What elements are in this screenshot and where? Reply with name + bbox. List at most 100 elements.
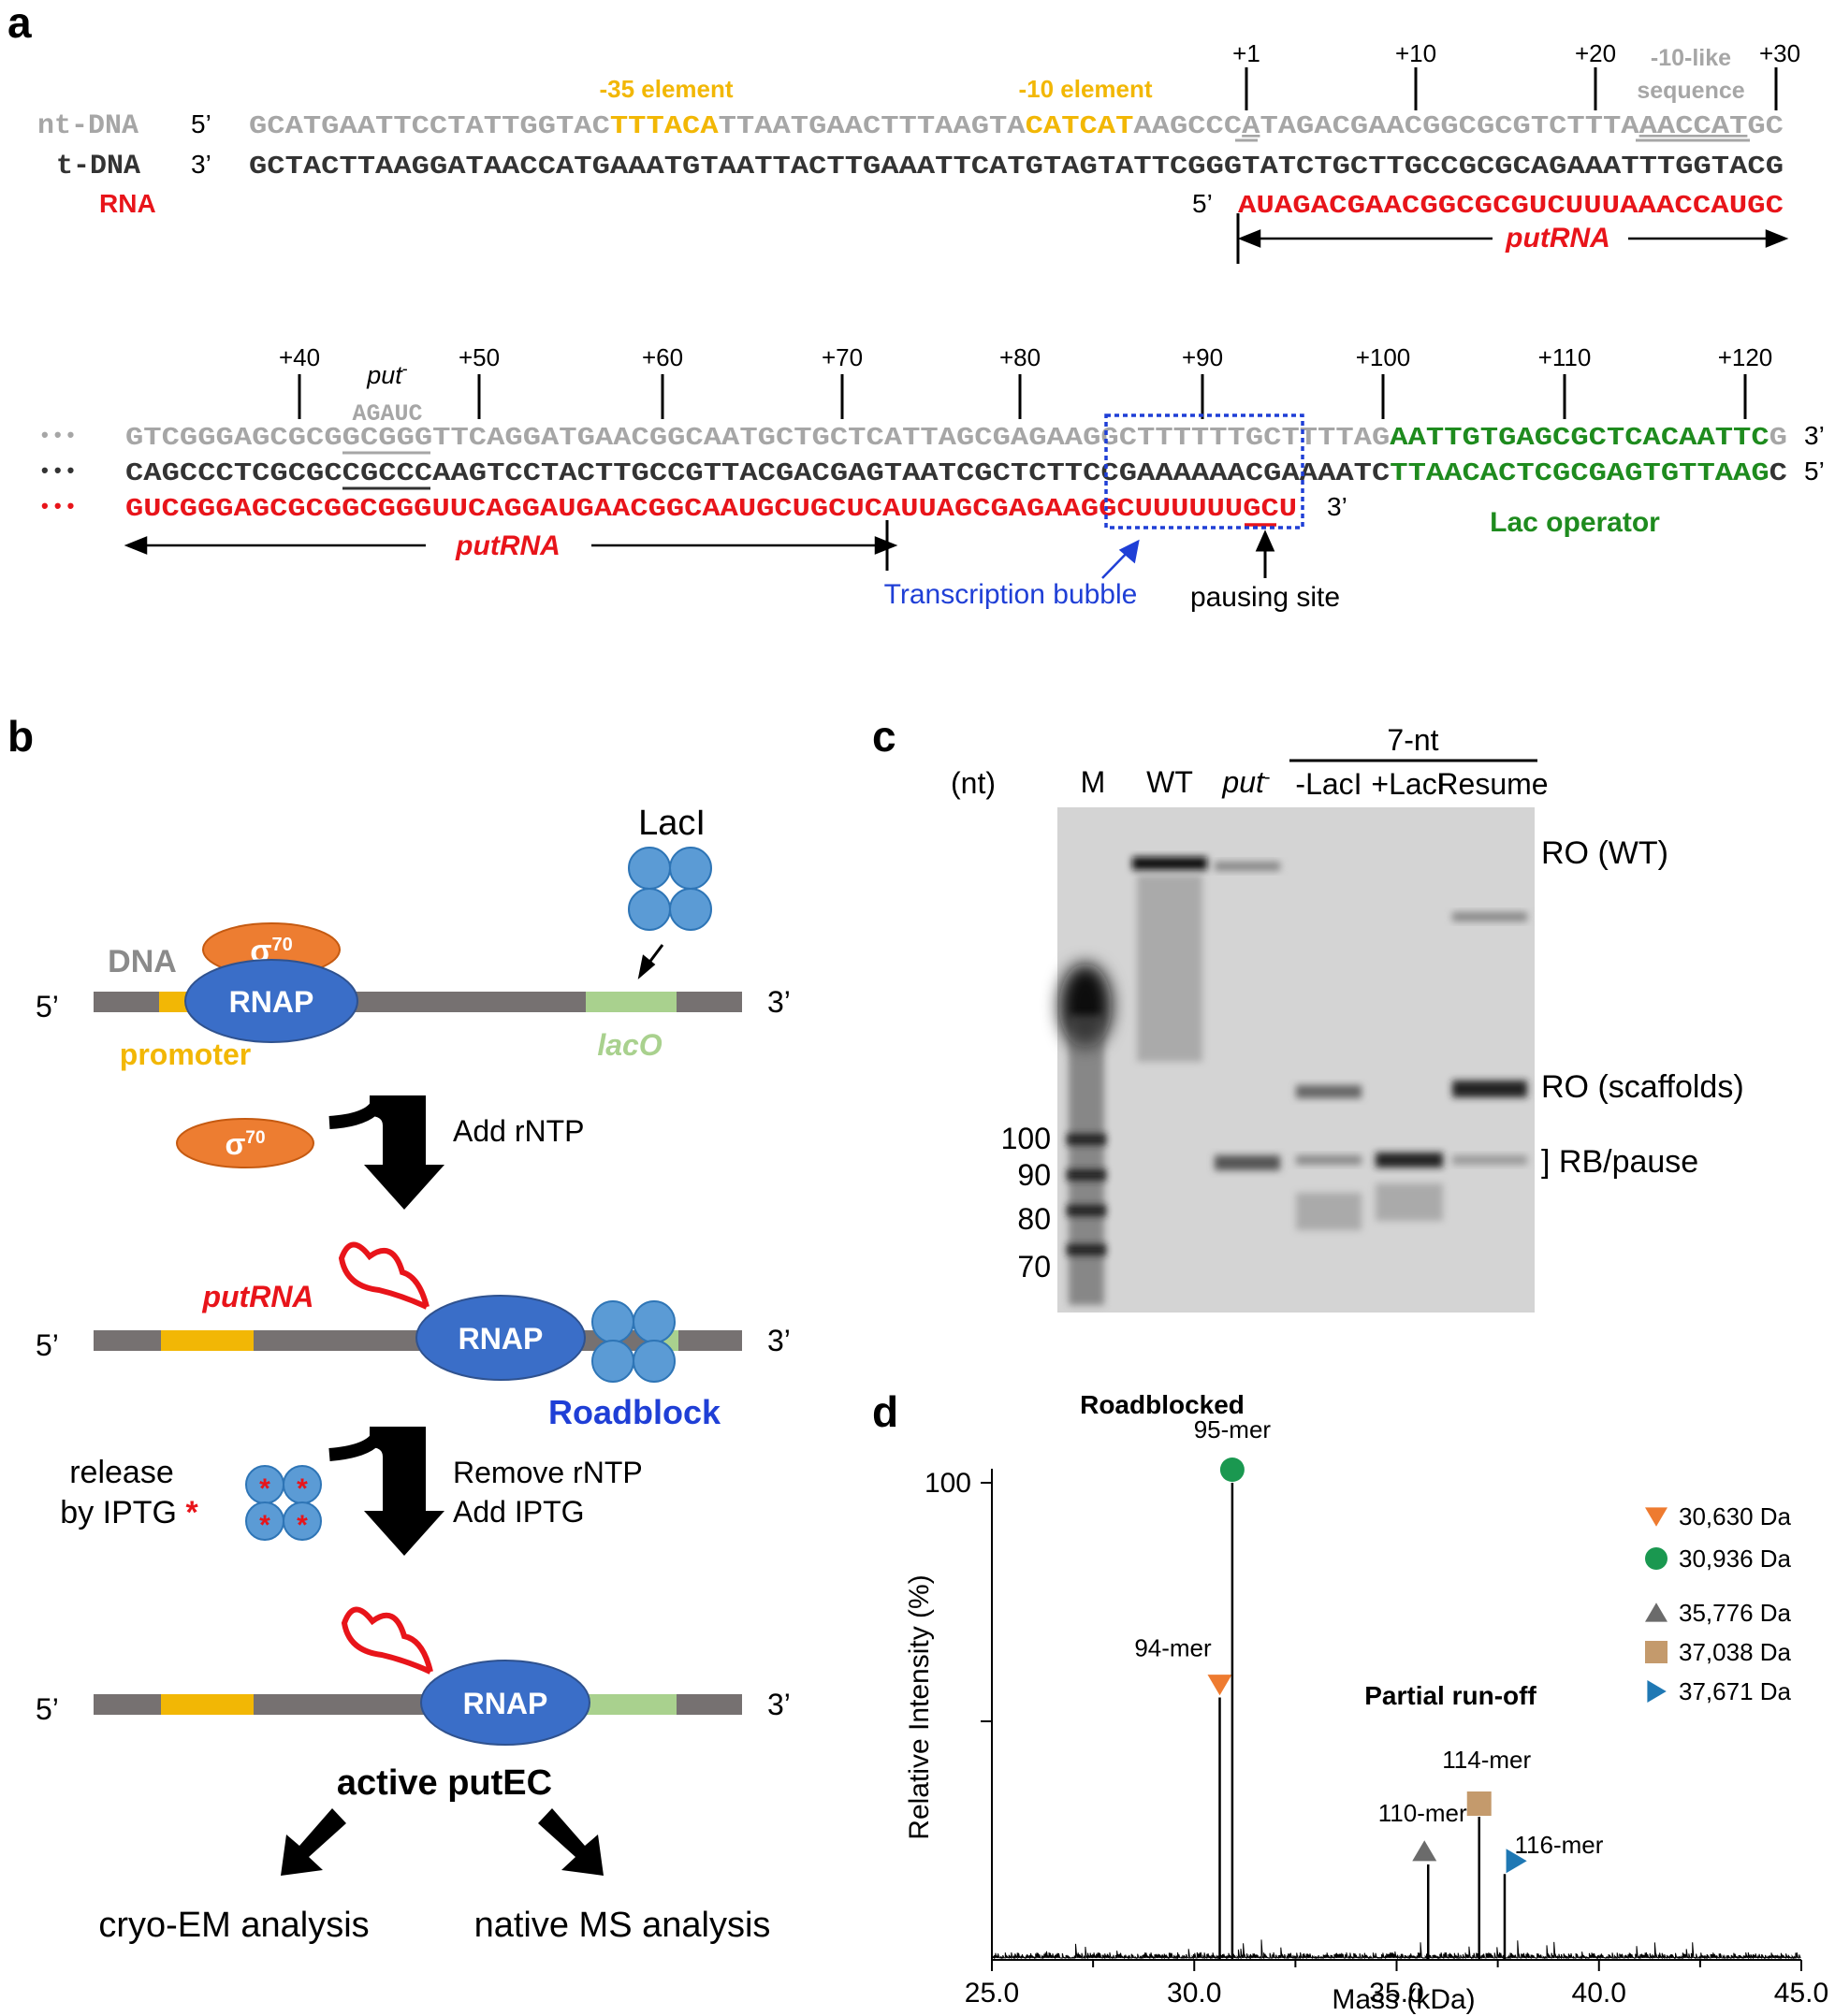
rnap-3 bbox=[420, 1660, 590, 1746]
putrna-label-b: putRNA bbox=[201, 1280, 313, 1313]
lac-operator-label: Lac operator bbox=[1490, 507, 1660, 538]
end5-1: 5’ bbox=[36, 990, 59, 1023]
rna-sequence-row1: AUAGACGAACGGCGCGUCUUUAAACCAUGC bbox=[1238, 192, 1784, 220]
minus10-like-label-1: -10-like bbox=[1651, 45, 1731, 71]
putrna-label-row2: putRNA bbox=[455, 530, 561, 561]
putrna-arrow-row2 bbox=[124, 536, 898, 555]
panel-b-label: b bbox=[7, 712, 34, 761]
peak-marker-110-mer bbox=[1412, 1840, 1437, 1862]
t-dna-sequence-row1: GCTACTTAAGGATAACCATGAAATGTAATTACTTGAAATT… bbox=[249, 152, 1784, 181]
end3-1: 3’ bbox=[767, 985, 791, 1019]
peak-marker-94-mer bbox=[1207, 1675, 1232, 1696]
laco-label: lacO bbox=[597, 1028, 662, 1062]
pos-plus30: +30 bbox=[1759, 39, 1800, 67]
x-axis-label: Mass (kDa) bbox=[1332, 1984, 1475, 2015]
transcription-bubble-box bbox=[1104, 413, 1304, 529]
peak-label-94-mer: 94-mer bbox=[1134, 1634, 1212, 1662]
row2-position-ticks bbox=[298, 374, 1747, 419]
laco-box-1 bbox=[586, 992, 677, 1012]
legend-marker-3 bbox=[1645, 1641, 1668, 1663]
end3-2: 3’ bbox=[767, 1324, 791, 1357]
nt-end5: 5’ bbox=[191, 109, 211, 138]
pausing-site-label: pausing site bbox=[1190, 582, 1340, 613]
native-ms-label: native MS analysis bbox=[474, 1906, 771, 1945]
pos-plus90: +90 bbox=[1182, 343, 1223, 371]
rnap-label-1: RNAP bbox=[229, 985, 314, 1019]
peak-marker-95-mer bbox=[1219, 1458, 1245, 1482]
laci-binding-arrow bbox=[637, 944, 664, 979]
band-ro-scaffolds: RO (scaffolds) bbox=[1541, 1069, 1744, 1105]
nt-dna-label: nt-DNA bbox=[37, 110, 138, 142]
peak-label-110-mer: 110-mer bbox=[1378, 1799, 1467, 1827]
legend-label-0: 30,630 Da bbox=[1679, 1502, 1792, 1530]
x-tick-label: 35.0 bbox=[1369, 1978, 1423, 2009]
step1-arrow bbox=[364, 1095, 444, 1210]
release-label-2: by IPTG * bbox=[60, 1495, 198, 1530]
group-label: 7-nt bbox=[1387, 723, 1438, 757]
band-ro-wt: RO (WT) bbox=[1541, 835, 1668, 871]
pos-plus1: +1 bbox=[1232, 39, 1260, 67]
spectrum-baseline bbox=[991, 1939, 1801, 1960]
pos-plus20: +20 bbox=[1575, 39, 1616, 67]
put-minus-sequence: AGAUC bbox=[352, 400, 422, 428]
annotation-roadblocked: Roadblocked bbox=[1080, 1390, 1245, 1419]
bubble-pointer-arrow bbox=[1101, 539, 1140, 579]
peak-marker-114-mer bbox=[1466, 1791, 1492, 1816]
panel-b: b LacI DNA σ70 RNAP 5’ 3’ promoter lacO … bbox=[7, 712, 791, 1945]
annotation-partial-runoff: Partial run-off bbox=[1364, 1681, 1536, 1710]
pos-plus70: +70 bbox=[822, 343, 863, 371]
legend-label-2: 35,776 Da bbox=[1679, 1599, 1792, 1627]
release-label-1: release bbox=[69, 1455, 174, 1490]
marker-90: 90 bbox=[1017, 1158, 1051, 1192]
pausing-arrow bbox=[1255, 529, 1275, 578]
put-minus-label: put- bbox=[366, 359, 408, 389]
legend-label-4: 37,671 Da bbox=[1679, 1677, 1792, 1705]
svg-text:*: * bbox=[297, 1473, 308, 1504]
x-tick-label: 45.0 bbox=[1774, 1978, 1828, 2009]
y-tick-label: 100 bbox=[925, 1468, 971, 1499]
end5-3: 5’ bbox=[36, 1692, 59, 1726]
end3-3: 3’ bbox=[767, 1688, 791, 1721]
pos-plus40: +40 bbox=[279, 343, 320, 371]
laci-iptg bbox=[245, 1465, 322, 1541]
add-rntp-label: Add rNTP bbox=[453, 1114, 584, 1148]
lane-minus-laci: -LacI bbox=[1295, 767, 1362, 801]
pos-plus110: +110 bbox=[1538, 343, 1592, 371]
nt-end3-row2: 3’ bbox=[1804, 421, 1825, 450]
rnap-1 bbox=[184, 959, 358, 1043]
pos-plus50: +50 bbox=[459, 343, 500, 371]
promoter-box-1 bbox=[159, 992, 187, 1012]
t-end5-row2: 5’ bbox=[1804, 457, 1825, 486]
laci-label: LacI bbox=[638, 804, 706, 843]
rnap-2 bbox=[415, 1295, 586, 1381]
putrna-label-row1: putRNA bbox=[1505, 223, 1610, 254]
rna-sequence-row2: GUCGGGAGCGCGGCGGGUUCAGGAUGAACGGCAAUGCUGC… bbox=[125, 495, 1297, 523]
nt-dots: • • • bbox=[41, 423, 74, 446]
putrna-hairpin-3 bbox=[341, 1606, 433, 1675]
svg-text:*: * bbox=[259, 1510, 270, 1541]
svg-text:*: * bbox=[297, 1510, 308, 1541]
peak-marker-116-mer bbox=[1506, 1849, 1527, 1874]
panel-c: c 7-nt (nt) M WT put- -LacI +LacI Resume bbox=[872, 712, 1744, 1313]
gel-image bbox=[1057, 807, 1535, 1313]
panel-a-label: a bbox=[7, 0, 32, 47]
laci-tetramer bbox=[628, 847, 712, 931]
panel-d-chart: d Roadblocked Partial run-off Relative I… bbox=[872, 1387, 1828, 2015]
promoter-label: promoter bbox=[120, 1037, 251, 1071]
pos-plus100: +100 bbox=[1356, 343, 1411, 371]
rnap-label-2: RNAP bbox=[459, 1322, 544, 1356]
add-iptg-label: Add IPTG bbox=[453, 1495, 585, 1529]
peak-label-114-mer: 114-mer bbox=[1442, 1746, 1531, 1774]
putrna-hairpin-2 bbox=[338, 1241, 430, 1310]
pos-plus80: +80 bbox=[999, 343, 1041, 371]
rna-end3-row2: 3’ bbox=[1327, 492, 1347, 521]
step2-arrow bbox=[364, 1427, 444, 1556]
panel-d-label: d bbox=[872, 1387, 898, 1436]
remove-rntp-label: Remove rNTP bbox=[453, 1456, 643, 1489]
sigma70-free-label: σ70 bbox=[225, 1127, 265, 1161]
putrna-arrow-row1 bbox=[1237, 229, 1789, 248]
transcription-bubble-label: Transcription bubble bbox=[884, 579, 1138, 610]
band-rb-pause: ] RB/pause bbox=[1541, 1144, 1698, 1180]
legend-marker-4 bbox=[1647, 1680, 1667, 1703]
rnap-label-3: RNAP bbox=[463, 1687, 548, 1720]
